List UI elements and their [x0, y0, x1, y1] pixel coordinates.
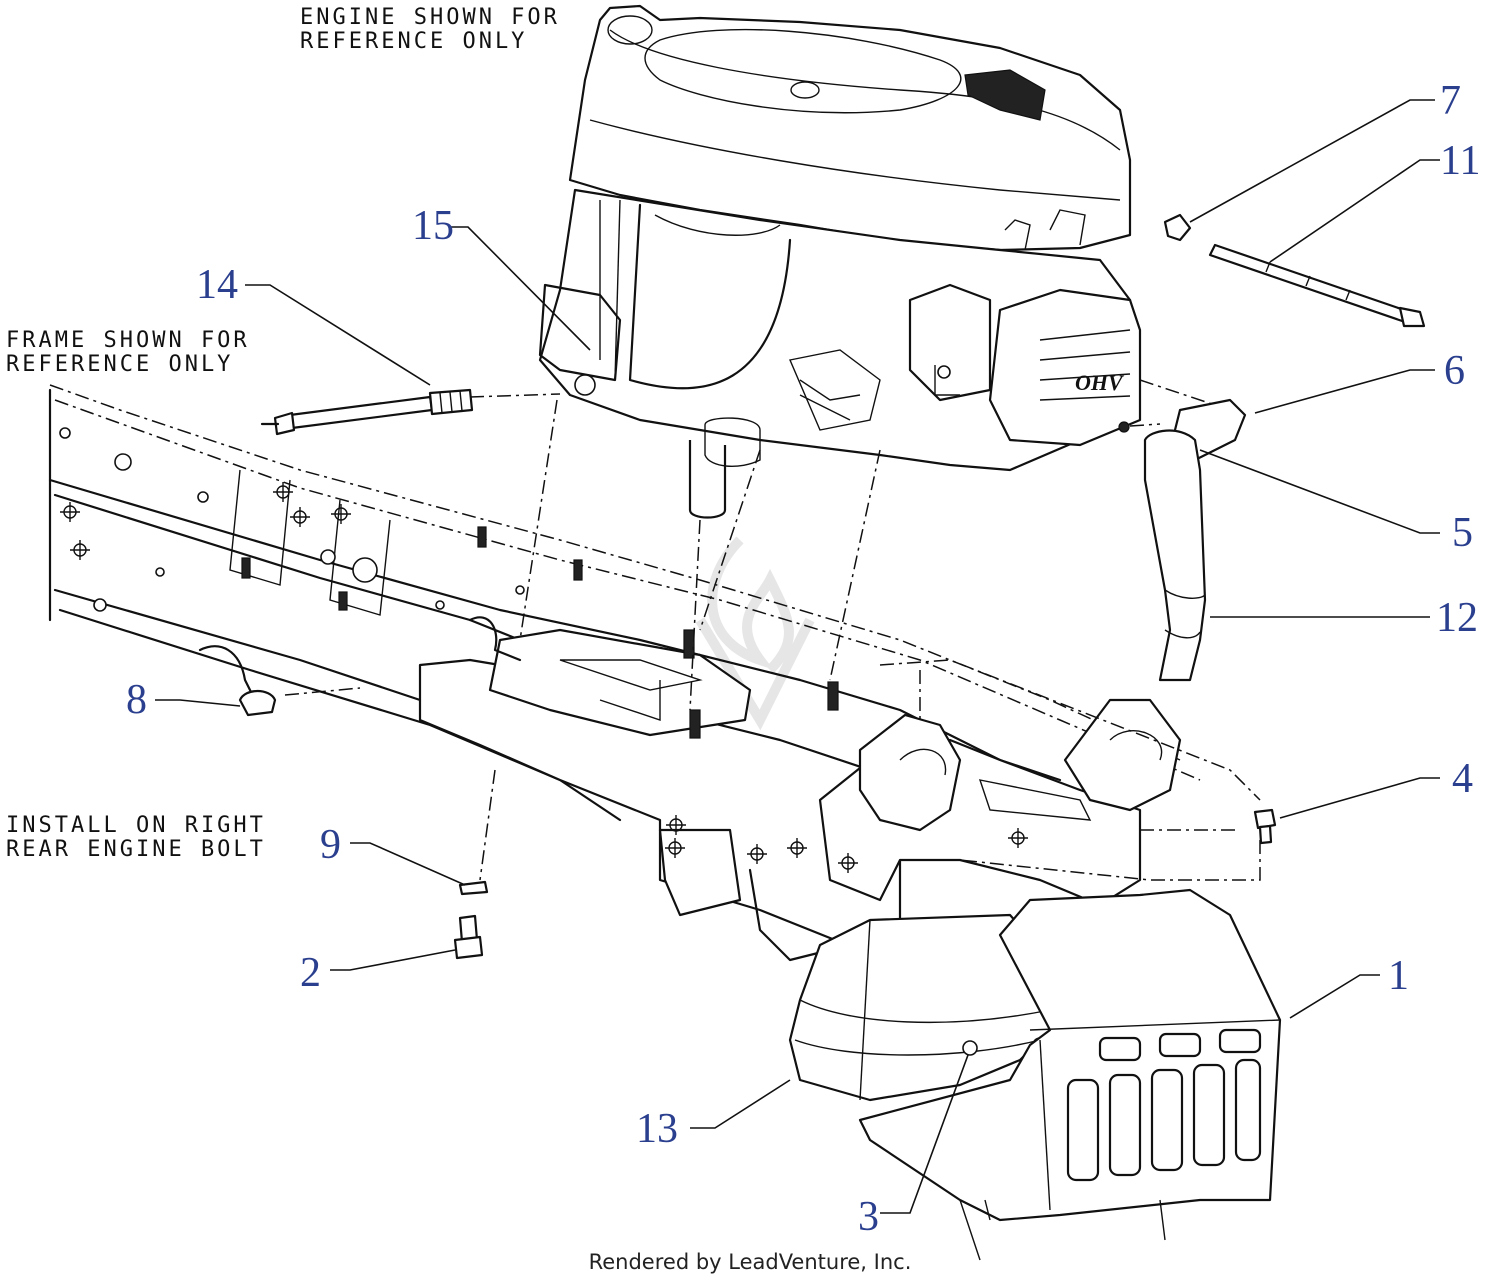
part-7-clip [1163, 213, 1192, 242]
frame-reference-note: FRAME SHOWN FOR REFERENCE ONLY [6, 328, 250, 377]
callout-4: 4 [1452, 756, 1473, 802]
leader-lines [155, 99, 1440, 1214]
part-1-heat-shield [858, 888, 1282, 1261]
part-11-rod [1208, 243, 1426, 328]
engine: OHV [538, 4, 1142, 519]
callout-11: 11 [1440, 138, 1481, 184]
part-8-clamp [238, 689, 277, 717]
callout-14: 14 [196, 262, 238, 308]
assembly-lines [284, 379, 1261, 881]
callout-6: 6 [1444, 348, 1465, 394]
part-13-muffler [788, 913, 1062, 1102]
callout-12: 12 [1436, 595, 1478, 641]
part-2-bolt [453, 914, 484, 960]
callout-7: 7 [1440, 78, 1461, 124]
ohv-label: OHV [1075, 370, 1125, 395]
callout-9: 9 [320, 822, 341, 868]
frame [48, 384, 1201, 962]
callout-8: 8 [126, 677, 147, 723]
install-note: INSTALL ON RIGHT REAR ENGINE BOLT [6, 813, 266, 862]
callout-13: 13 [636, 1106, 678, 1152]
part-9-washer [458, 880, 489, 896]
callout-5: 5 [1452, 510, 1473, 556]
callout-3: 3 [858, 1194, 879, 1240]
part-4-bolt [1253, 808, 1277, 845]
footer-credit: Rendered by LeadVenture, Inc. [588, 1250, 912, 1274]
callout-1: 1 [1388, 953, 1409, 999]
engine-reference-note: ENGINE SHOWN FOR REFERENCE ONLY [300, 5, 560, 54]
part-14-drain-tube [260, 388, 474, 436]
callout-15: 15 [412, 203, 454, 249]
callout-2: 2 [300, 950, 321, 996]
part-12-exhaust-pipe [1118, 398, 1247, 682]
